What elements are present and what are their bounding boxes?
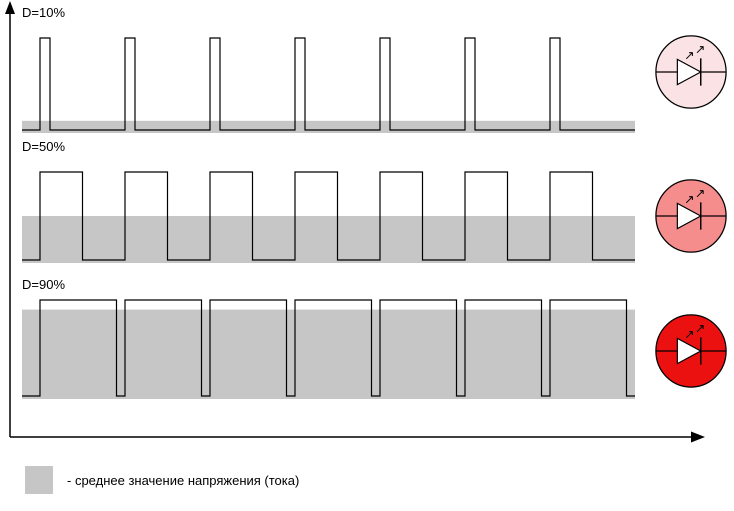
legend: - среднее значение напряжения (тока)	[25, 466, 299, 494]
y-axis-arrow	[5, 1, 15, 14]
pwm-waveform-10	[22, 37, 635, 131]
average-value-band-50	[22, 216, 635, 263]
diode-anode-triangle	[676, 337, 702, 365]
duty-label-90: D=90%	[22, 277, 65, 292]
duty-label-10: D=10%	[22, 5, 65, 20]
duty-label-50: D=50%	[22, 139, 65, 154]
emission-arrow-icon: ↗	[695, 321, 706, 335]
average-value-band-10	[22, 120, 635, 133]
legend-average-swatch	[25, 466, 53, 494]
pwm-waveform-50	[22, 171, 635, 261]
emission-arrow-icon: ↗	[684, 327, 695, 341]
emission-arrow-icon: ↗	[684, 192, 695, 206]
diode-anode-triangle	[676, 58, 702, 86]
led-brightness-dim: ↗↗	[655, 35, 727, 109]
average-value-band-90	[22, 309, 635, 399]
diode-anode-triangle	[676, 202, 702, 230]
x-axis-arrow	[691, 431, 705, 443]
emission-arrow-icon: ↗	[695, 42, 706, 56]
led-brightness-bright: ↗↗	[655, 314, 727, 388]
emission-arrow-icon: ↗	[684, 48, 695, 62]
led-brightness-medium: ↗↗	[655, 179, 727, 253]
emission-arrow-icon: ↗	[695, 186, 706, 200]
legend-text: - среднее значение напряжения (тока)	[67, 472, 300, 488]
pwm-waveform-90	[22, 299, 635, 397]
